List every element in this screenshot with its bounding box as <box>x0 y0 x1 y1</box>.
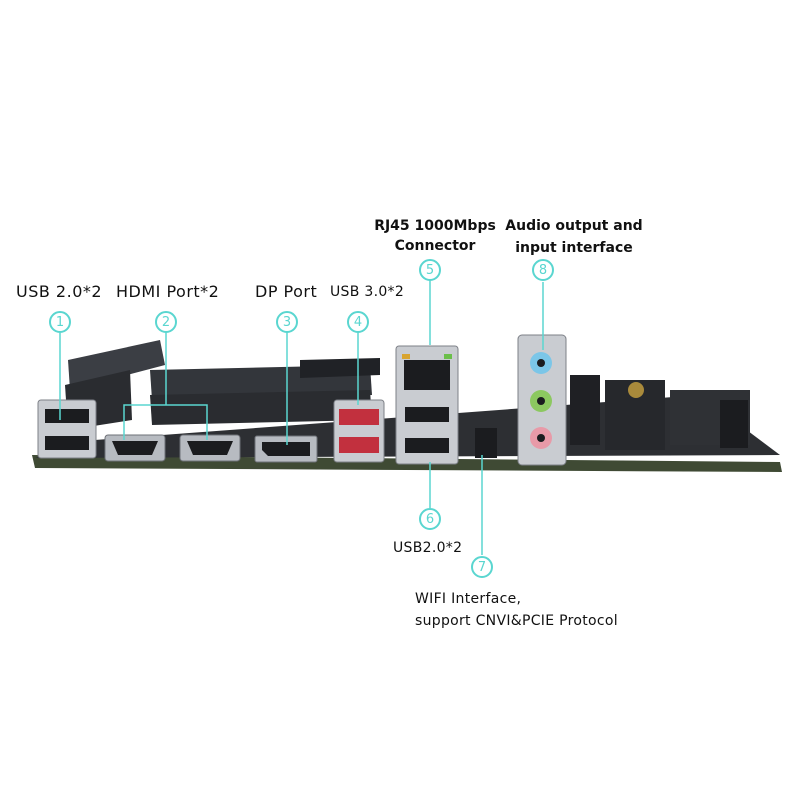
callout-5: 5 <box>419 259 441 281</box>
callout-lines <box>59 280 544 555</box>
wifi-header <box>475 428 497 458</box>
usb3-label: USB 3.0*2 <box>330 284 405 300</box>
callout-7: 7 <box>471 556 493 578</box>
hdmi-ports <box>104 434 241 462</box>
wifi-label-line2: support CNVI&PCIE Protocol <box>415 613 618 629</box>
callout-6: 6 <box>419 508 441 530</box>
audio-jacks <box>517 334 567 466</box>
callout-2: 2 <box>155 311 177 333</box>
usb3-ports <box>333 399 385 463</box>
hdmi-label: HDMI Port*2 <box>116 282 220 301</box>
usb2-rear-label: USB 2.0*2 <box>16 282 103 301</box>
audio-label-line1: Audio output and <box>505 218 643 234</box>
wifi-label-line1: WIFI Interface, <box>415 591 522 607</box>
callout-3: 3 <box>276 311 298 333</box>
usb2-rear-ports <box>37 399 97 459</box>
usb2-lower-label: USB2.0*2 <box>393 540 463 556</box>
audio-label-line2: input interface <box>515 240 633 256</box>
vrm-heatsink <box>65 340 380 430</box>
rj45-label-line2: Connector <box>394 238 476 254</box>
rj45-usb-stack <box>395 345 459 465</box>
board-components <box>570 375 750 450</box>
dp-port <box>254 435 318 463</box>
dp-label: DP Port <box>255 282 318 301</box>
callout-8: 8 <box>532 259 554 281</box>
callout-4: 4 <box>347 311 369 333</box>
callout-1: 1 <box>49 311 71 333</box>
rj45-label-line1: RJ45 1000Mbps <box>374 218 496 234</box>
